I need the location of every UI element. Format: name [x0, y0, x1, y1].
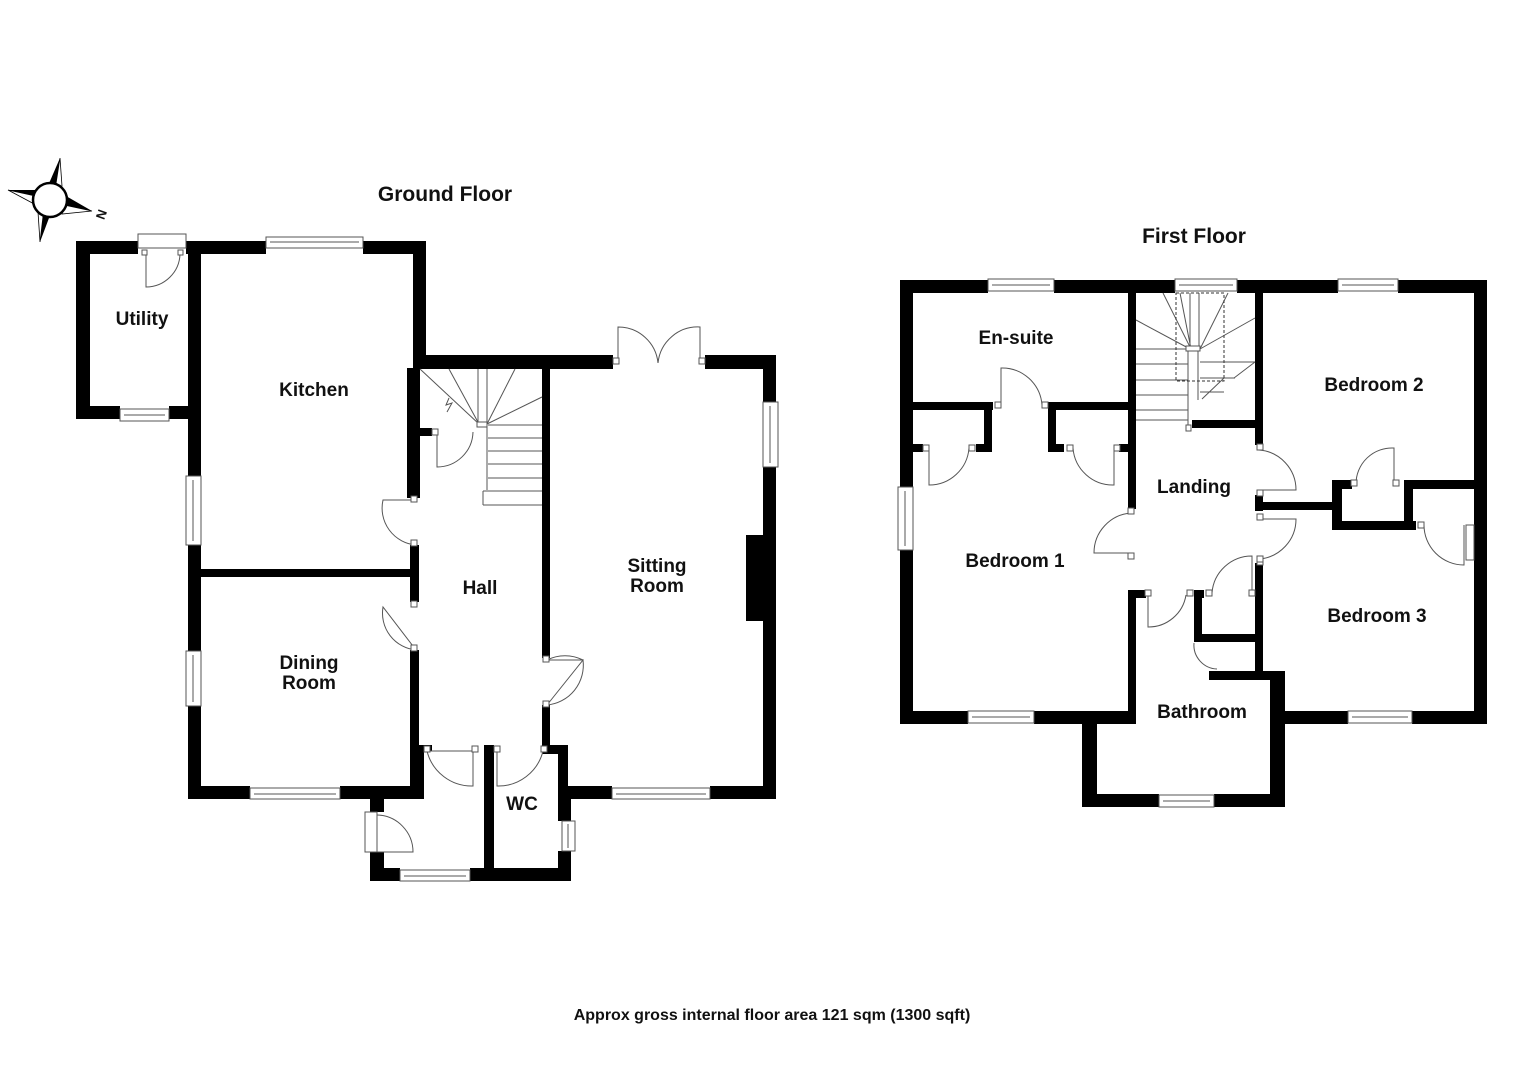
room-label-en-suite: En-suite — [979, 328, 1054, 349]
room-label-utility: Utility — [116, 309, 169, 330]
room-label-bedroom-2: Bedroom 2 — [1324, 375, 1423, 396]
floor-area-caption: Approx gross internal floor area 121 sqm… — [574, 1007, 971, 1024]
room-label-sitting-room-line1: Sitting — [627, 556, 686, 577]
room-label-bedroom-1: Bedroom 1 — [965, 551, 1065, 572]
room-label-sitting-room-line2: Room — [630, 576, 684, 597]
first-floor-plan: En-suite Bedroom 2 Landing Bedroom 1 Bed… — [897, 278, 1487, 808]
first-floor-title: First Floor — [1142, 225, 1246, 248]
room-label-landing: Landing — [1157, 477, 1231, 498]
north-label: N — [93, 207, 110, 221]
ground-floor-title: Ground Floor — [378, 183, 512, 206]
room-label-bathroom: Bathroom — [1157, 702, 1247, 723]
compass-rose-icon: N — [7, 157, 110, 243]
first-floor-staircase — [1135, 292, 1256, 432]
room-label-bedroom-3: Bedroom 3 — [1327, 606, 1426, 627]
room-label-dining-room-line1: Dining — [279, 653, 338, 674]
room-label-hall: Hall — [463, 578, 498, 599]
room-label-wc: WC — [506, 794, 538, 815]
room-label-kitchen: Kitchen — [279, 380, 349, 401]
ground-floor-plan: Utility Kitchen Hall Sitting Room Dining… — [76, 233, 779, 882]
ground-floor-staircase — [419, 368, 543, 506]
room-label-dining-room-line2: Room — [282, 673, 336, 694]
